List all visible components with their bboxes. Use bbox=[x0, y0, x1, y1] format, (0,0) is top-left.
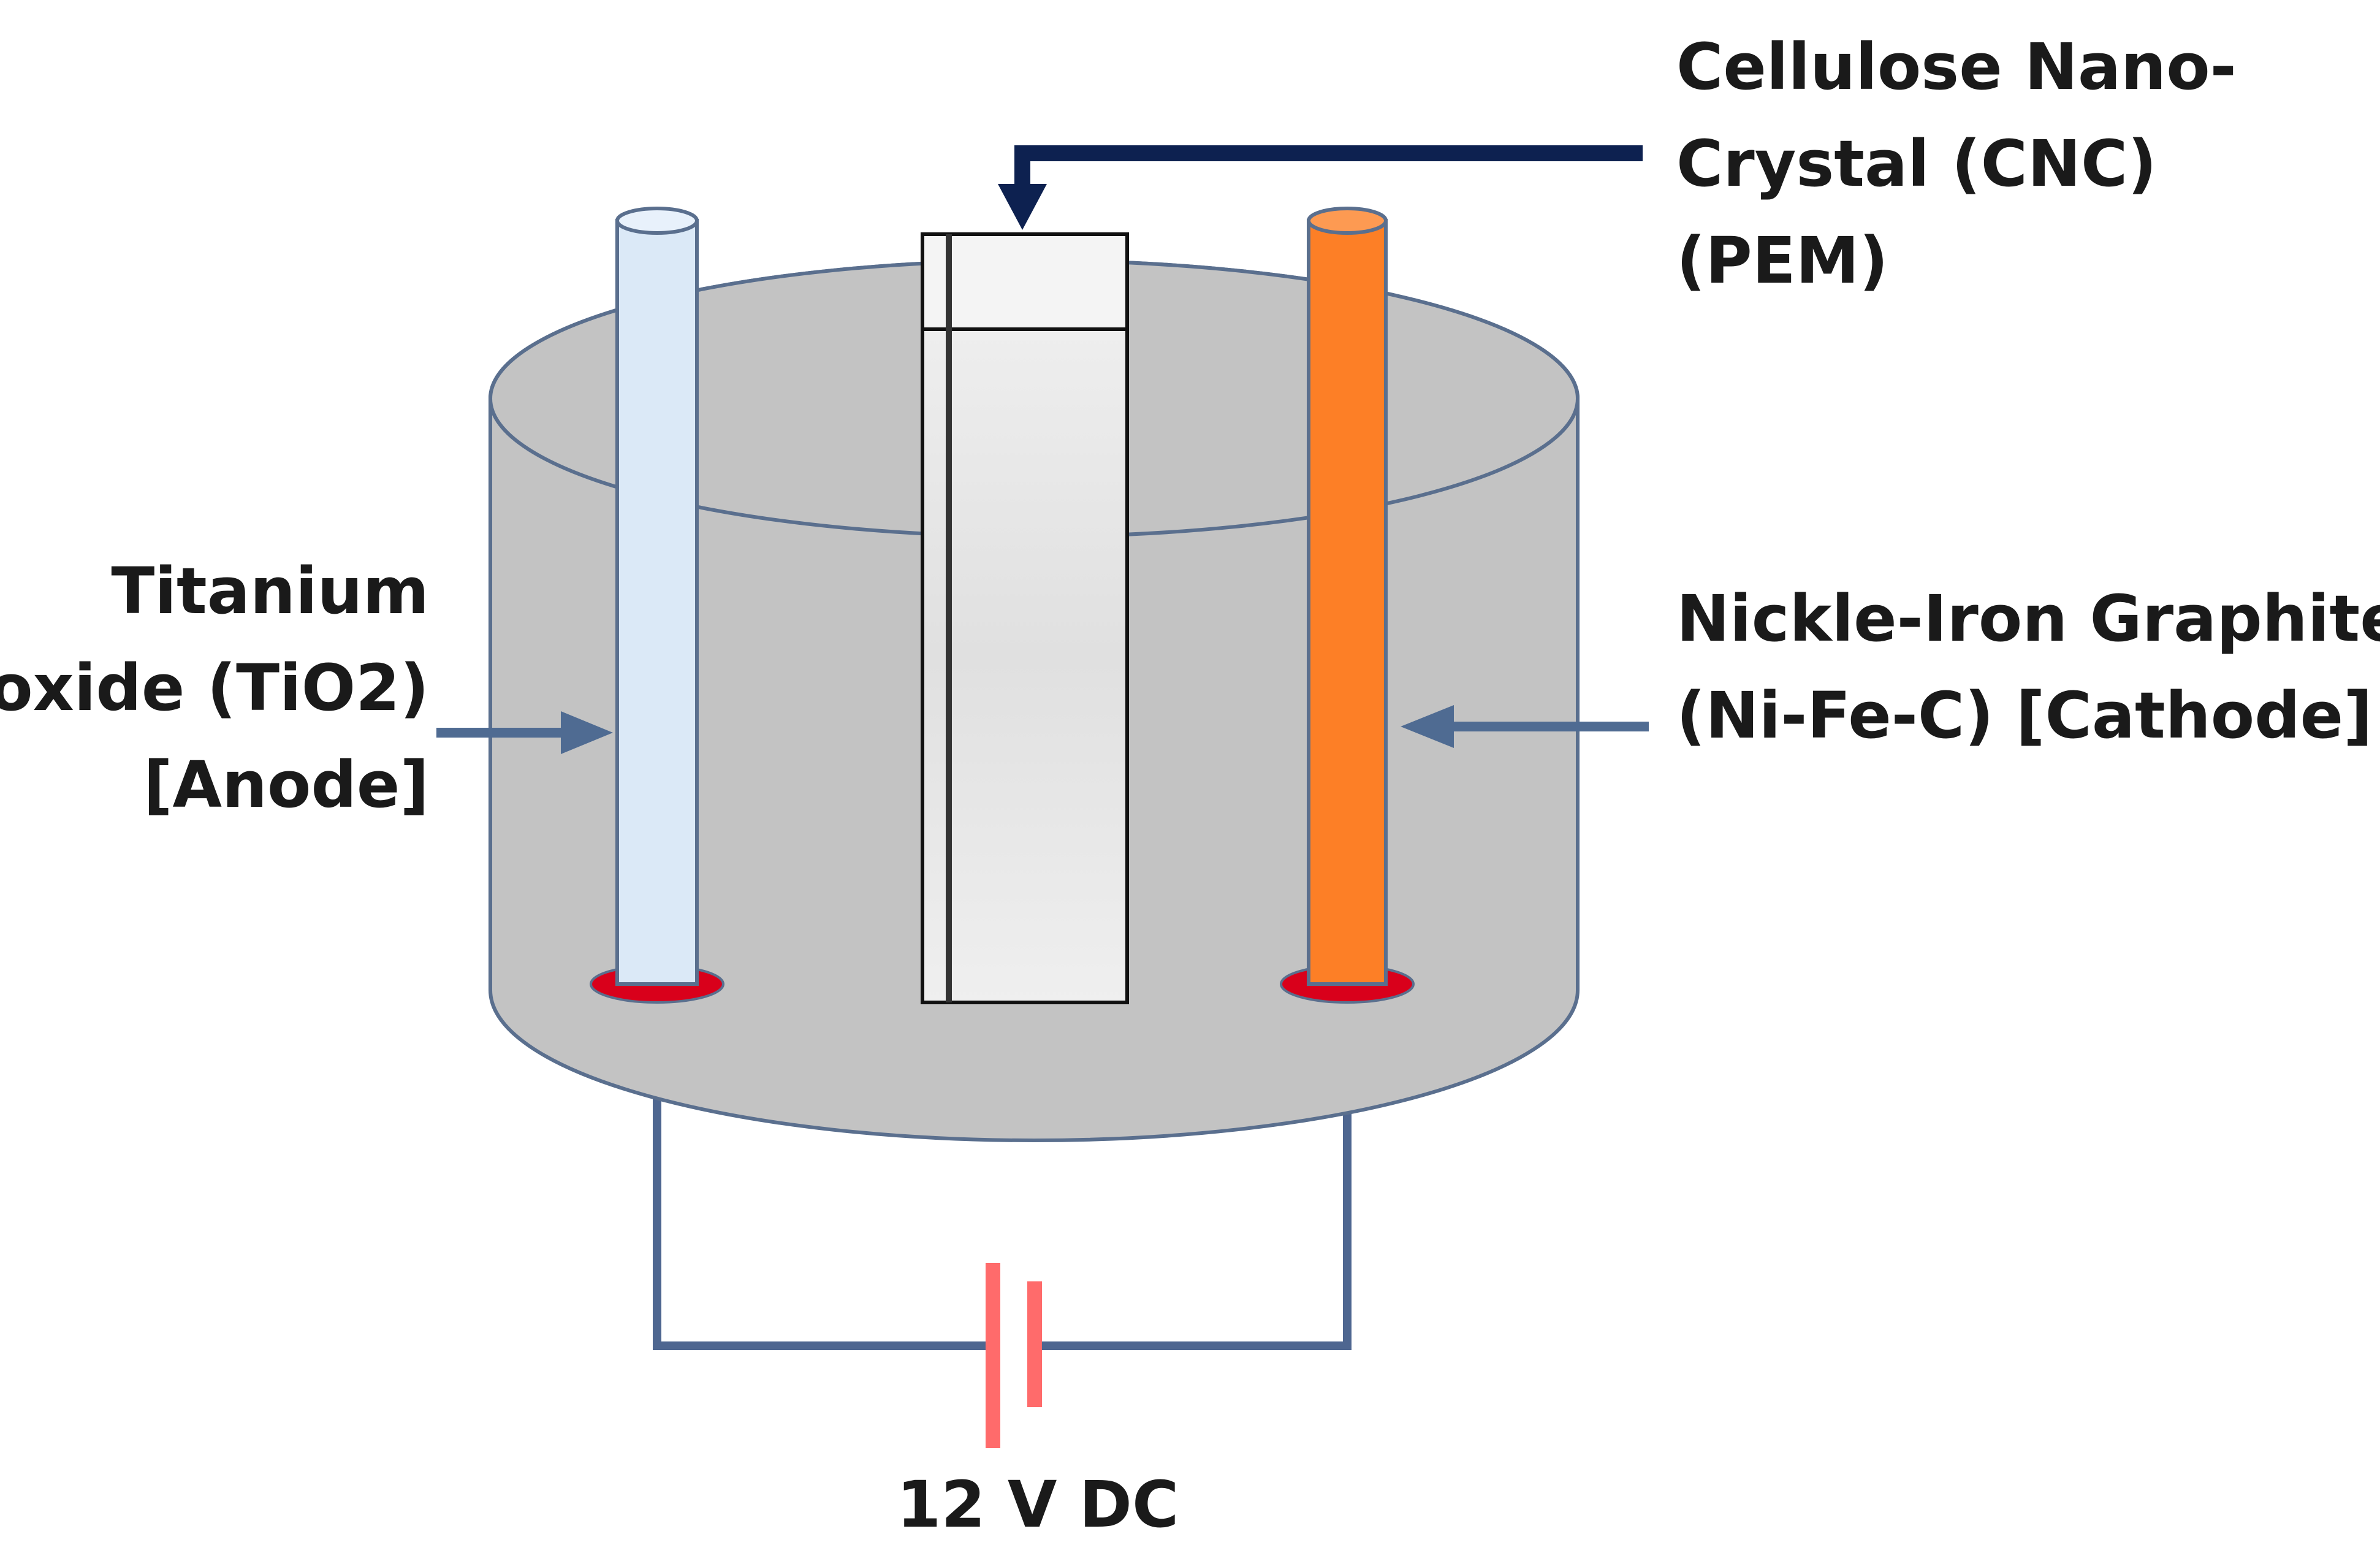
anode-rod-body bbox=[615, 219, 699, 986]
left-wire bbox=[653, 1093, 992, 1350]
anode-label-line-3: [Anode] bbox=[143, 747, 429, 822]
cathode-pointer-arrow bbox=[1401, 705, 1649, 748]
membrane-top-cap bbox=[921, 232, 1129, 331]
circuit-wires bbox=[653, 1093, 1352, 1350]
anode-arrow-head bbox=[561, 711, 613, 754]
cnc-membrane bbox=[921, 232, 1129, 1004]
cnc-label-line-2: Crystal (CNC) bbox=[1676, 126, 2157, 201]
cnc-label-line-3: (PEM) bbox=[1676, 223, 1888, 298]
anode-pointer-arrow bbox=[436, 711, 613, 754]
cnc-arrow-line bbox=[1014, 145, 1643, 190]
cathode-label: Nickle-Iron Graphite (Ni-Fe-C) [Cathode] bbox=[1676, 570, 2380, 764]
right-wire bbox=[1038, 1093, 1352, 1350]
cathode-arrow-head bbox=[1401, 705, 1454, 748]
anode-rod bbox=[590, 207, 724, 1004]
cnc-pointer-arrow bbox=[998, 145, 1643, 230]
cathode-rod-top bbox=[1307, 207, 1388, 235]
anode-label: Titanium oxide (TiO2) [Anode] bbox=[0, 543, 429, 833]
cathode-label-line-1: Nickle-Iron Graphite bbox=[1676, 581, 2380, 656]
membrane-body bbox=[921, 232, 1129, 1004]
anode-label-line-1: Titanium bbox=[111, 554, 429, 628]
anode-rod-top bbox=[615, 207, 699, 235]
cathode-rod-body bbox=[1307, 219, 1388, 986]
anode-label-line-2: oxide (TiO2) bbox=[0, 651, 429, 725]
cnc-label-line-1: Cellulose Nano- bbox=[1676, 29, 2237, 104]
cnc-label: Cellulose Nano- Crystal (CNC) (PEM) bbox=[1676, 18, 2237, 309]
cathode-label-line-2: (Ni-Fe-C) [Cathode] bbox=[1676, 678, 2373, 753]
cnc-arrow-head bbox=[998, 184, 1047, 230]
cathode-rod bbox=[1280, 207, 1415, 1004]
battery-icon bbox=[986, 1263, 1042, 1448]
voltage-label: 12 V DC bbox=[897, 1467, 1179, 1542]
